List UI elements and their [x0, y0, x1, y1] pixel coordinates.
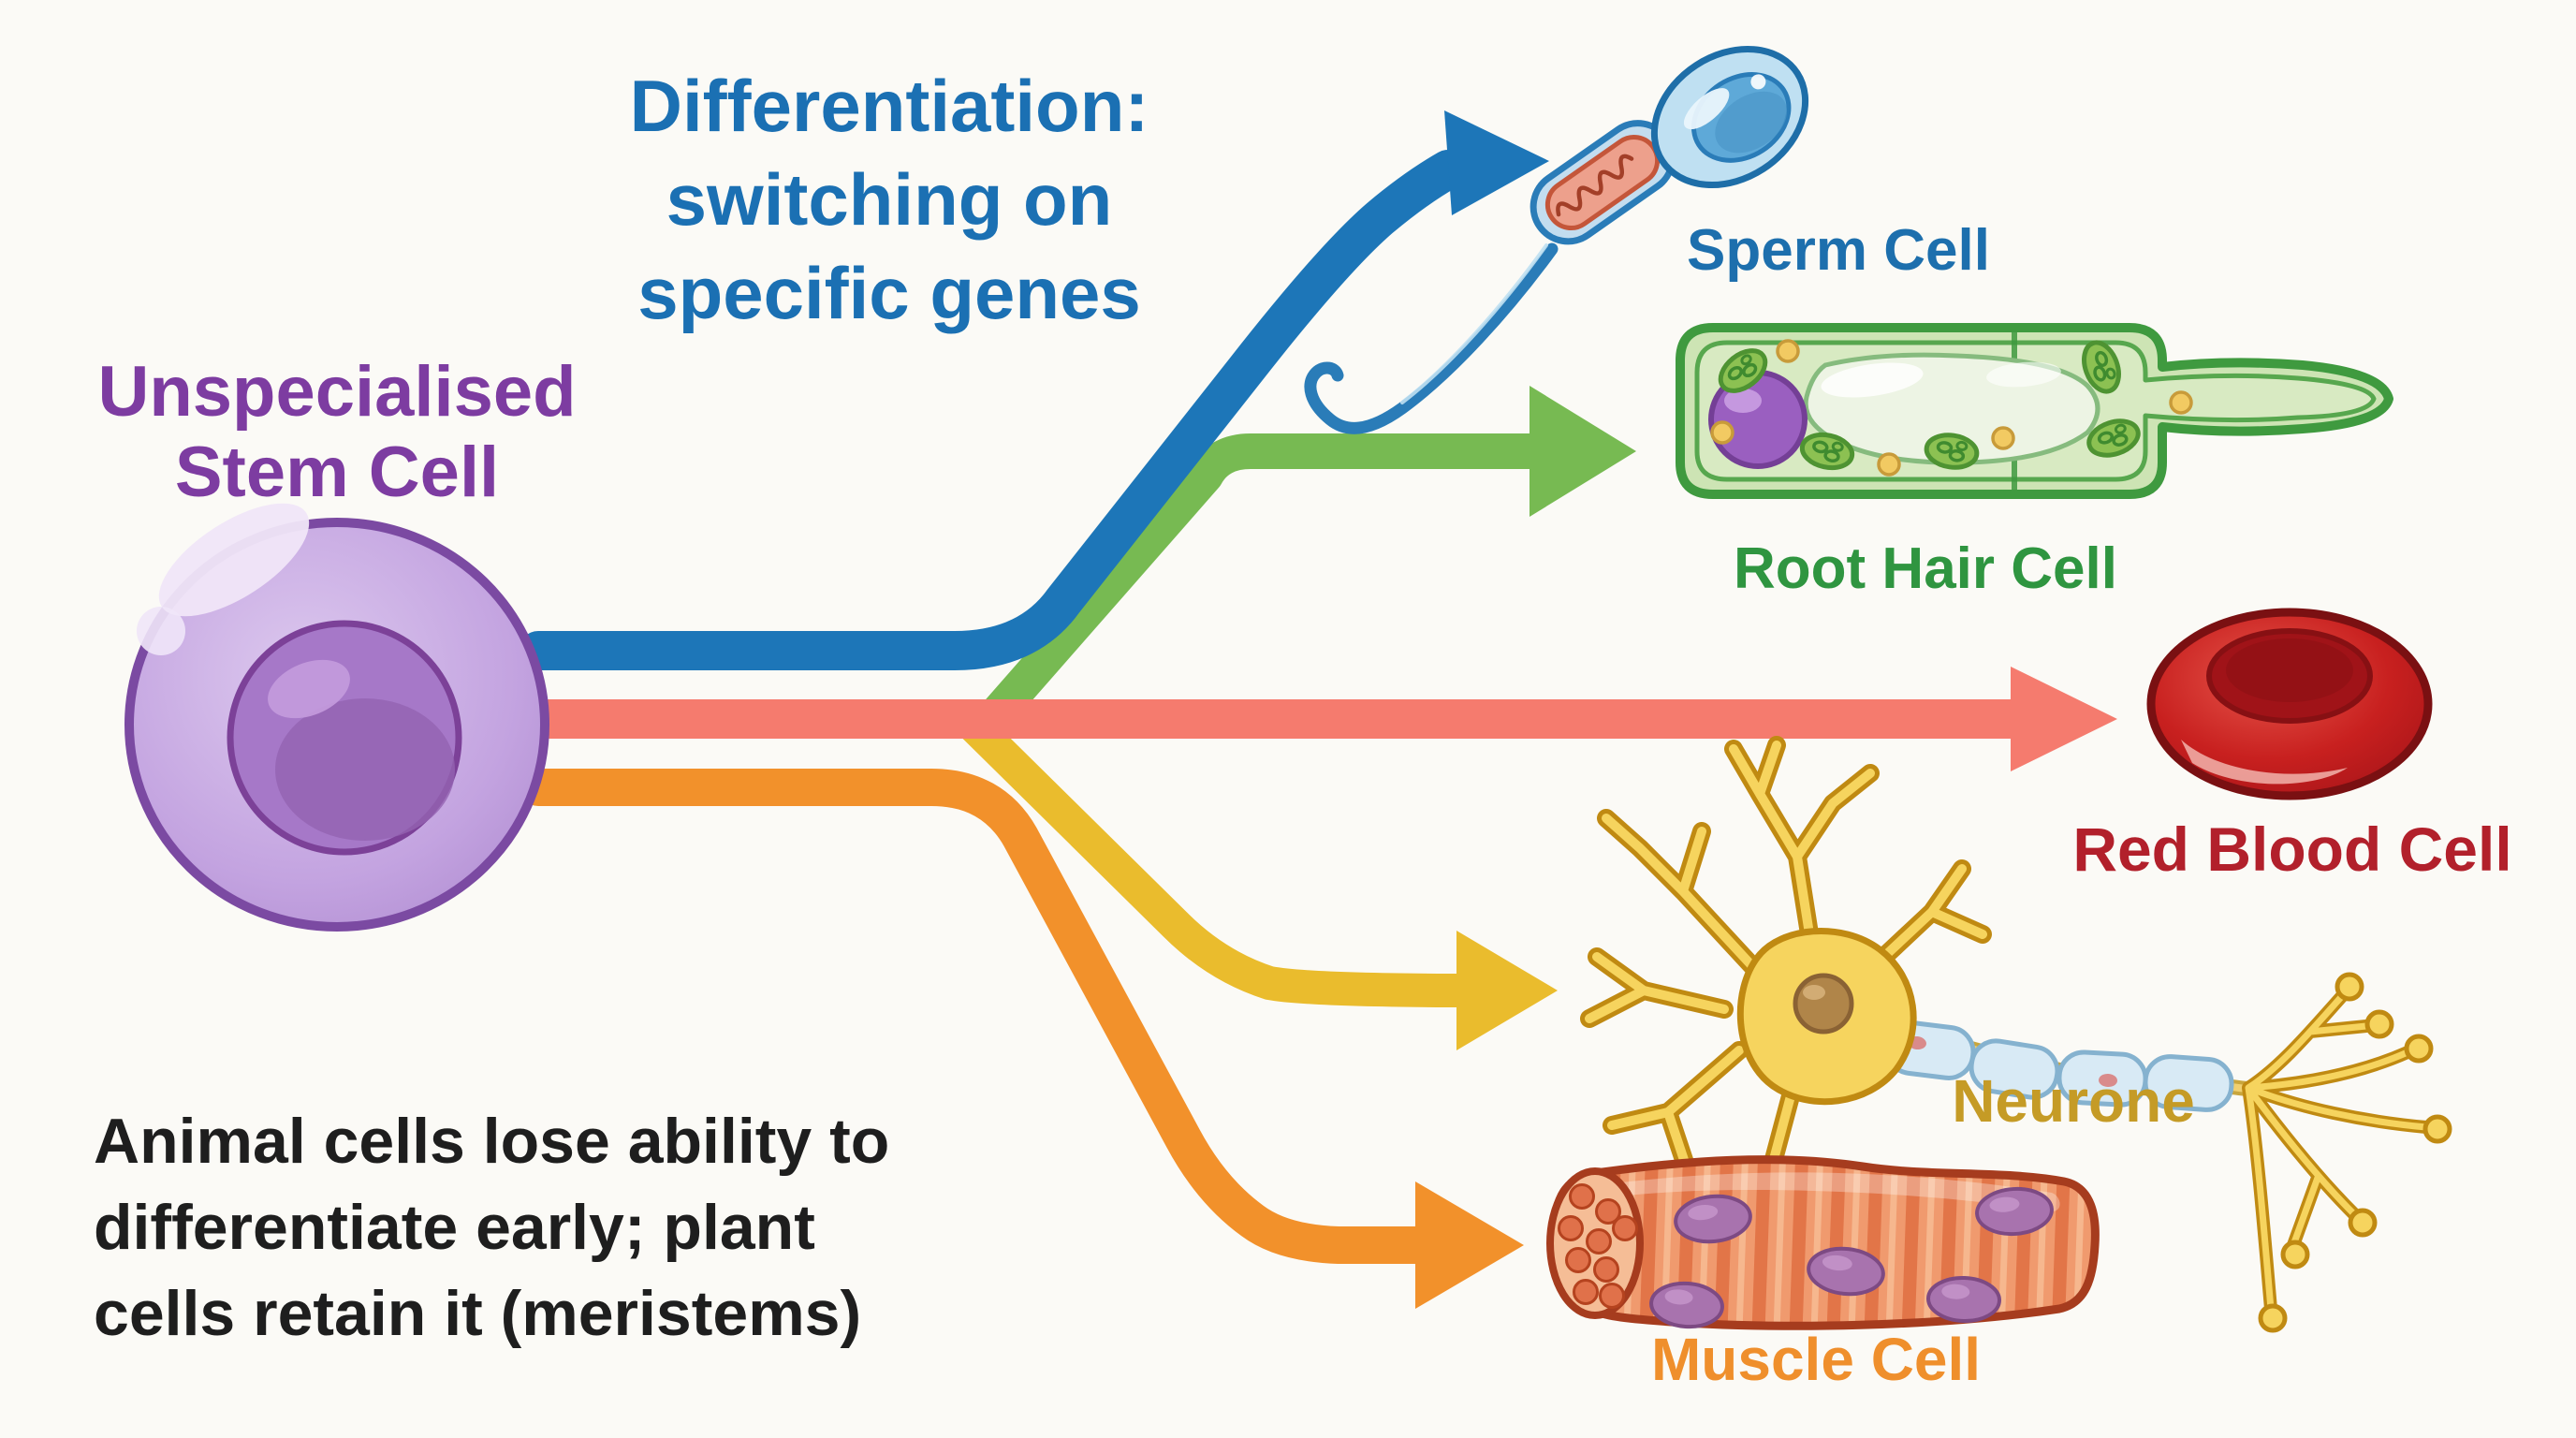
arrow-to-root-hair-cell	[974, 386, 1636, 737]
muscle-cell-illustration	[1546, 1155, 2100, 1330]
vesicle-dot	[1877, 452, 1901, 477]
muscle-nuclei	[1649, 1186, 2054, 1329]
sperm-cell-illustration	[1304, 45, 1809, 434]
terminal-bulb	[2425, 1117, 2450, 1141]
note-line-2: differentiate early; plant	[94, 1192, 815, 1263]
terminal-bulb	[2367, 1012, 2392, 1036]
neurone-illustration	[1589, 745, 2450, 1330]
neurone-nucleus	[1793, 973, 1854, 1034]
stem-cell-nucleus-shade	[275, 698, 455, 841]
vesicle-dot	[1776, 339, 1800, 363]
myofibril	[1612, 1215, 1638, 1241]
terminal-bulb	[2261, 1306, 2285, 1330]
stem-cell-illustration	[124, 503, 549, 932]
sperm-head	[1650, 45, 1809, 189]
stem-cell-nucleus-gloss	[268, 659, 350, 719]
arrow-to-sperm-cell	[519, 110, 1549, 670]
terminal-bulb	[2407, 1036, 2431, 1061]
myofibril	[1565, 1247, 1591, 1273]
neurone-nucleus-gloss	[1803, 985, 1825, 1000]
neurone-label: Neurone	[1952, 1067, 2195, 1135]
stem-cell-highlight-dot	[137, 607, 185, 655]
root-hair-nucleus-gloss	[1724, 389, 1762, 413]
root-hair-cell-illustration	[1676, 323, 2393, 499]
root-hair-vacuole-gloss	[1821, 362, 1924, 398]
muscle-cell-label: Muscle Cell	[1651, 1326, 1981, 1393]
rbc-dimple-shade	[2226, 638, 2353, 702]
stem-cell-label-line-2: Stem Cell	[175, 433, 499, 512]
schwann-nucleus	[2099, 1073, 2117, 1088]
stem-cell-label-line-1: Unspecialised	[97, 352, 576, 432]
red-blood-cell-label: Red Blood Cell	[2072, 814, 2511, 884]
myofibril	[1593, 1256, 1619, 1283]
vesicle-dot	[1710, 420, 1734, 445]
terminal-bulb	[2283, 1242, 2307, 1267]
sperm-cell-label: Sperm Cell	[1687, 218, 1990, 283]
myofibril	[1599, 1283, 1625, 1309]
red-blood-cell-illustration	[2146, 608, 2433, 800]
root-hair-cell-label: Root Hair Cell	[1734, 536, 2117, 601]
note-line-1: Animal cells lose ability to	[94, 1106, 889, 1177]
differentiation-arrows	[519, 110, 2117, 1309]
title-line-1: Differentiation:	[630, 65, 1149, 147]
sperm-tail-gloss	[1400, 243, 1548, 404]
rbc-highlight	[2181, 740, 2348, 785]
terminal-bulb	[2350, 1211, 2375, 1235]
title-line-3: specific genes	[637, 252, 1141, 334]
myofibril	[1569, 1183, 1595, 1210]
arrow-to-muscle-cell	[520, 769, 1524, 1309]
arrow-to-neurone	[952, 704, 1558, 1050]
note-line-3: cells retain it (meristems)	[94, 1278, 861, 1349]
arrow-to-red-blood-cell	[519, 667, 2117, 771]
title-line-2: switching on	[666, 158, 1113, 241]
text-layer: Differentiation: switching on specific g…	[94, 65, 2512, 1393]
vesicle-dot	[2169, 390, 2193, 415]
stem-cell-highlight	[158, 503, 310, 617]
myofibril	[1558, 1215, 1584, 1241]
myofibril	[1573, 1279, 1599, 1305]
root-hair-vacuole-gloss2	[1986, 361, 2061, 388]
terminal-bulb	[2337, 975, 2362, 999]
vesicle-dot	[1991, 426, 2015, 450]
myofibril	[1586, 1228, 1612, 1255]
muscle-sheen	[1614, 1172, 2060, 1211]
sperm-tail	[1304, 242, 1559, 434]
